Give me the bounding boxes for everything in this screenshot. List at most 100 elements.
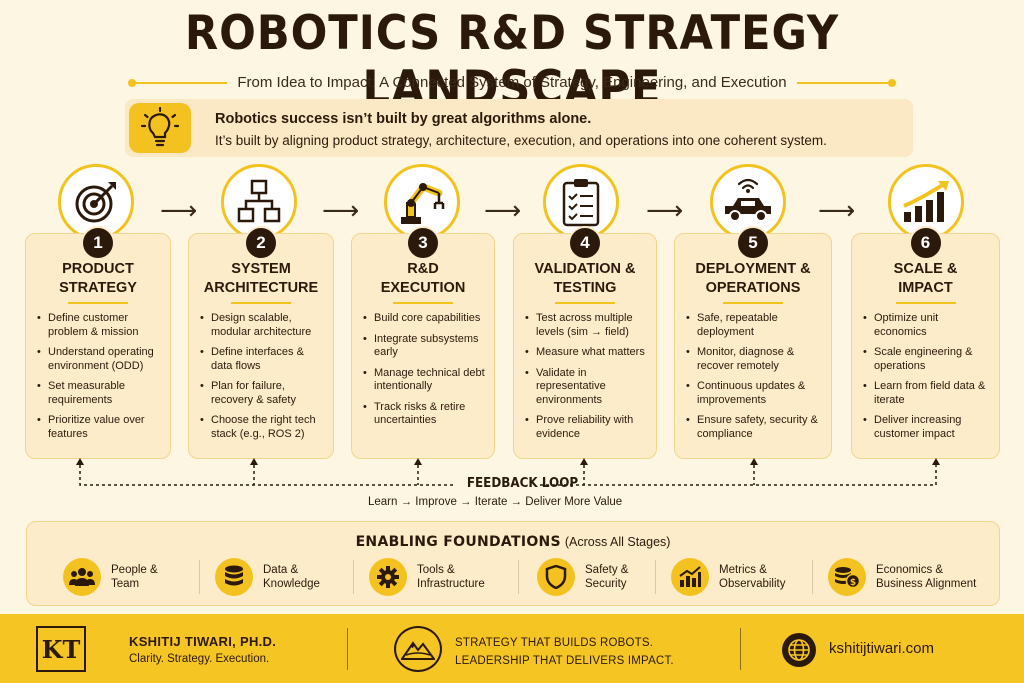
stage-number-badge: 5 [736, 226, 770, 260]
stage-number-badge: 1 [81, 226, 115, 260]
lightbulb-icon [129, 103, 191, 153]
foundation-divider [518, 560, 519, 594]
people-icon [63, 558, 101, 596]
stage-card-validation-testing: 4 VALIDATION & TESTING Test across multi… [513, 226, 657, 459]
foundation-item-economics: $ Economics & Business Alignment [828, 556, 1006, 598]
stage-bullet: Scale engineering & operations [862, 346, 991, 373]
stage-card-system-architecture: 2 SYSTEM ARCHITECTURE Design scalable, m… [188, 226, 334, 459]
stage-bullet: Build core capabilities [362, 312, 486, 326]
stage-bullet: Define customer problem & mission [36, 312, 162, 339]
foundation-label-line1: Metrics & [719, 564, 767, 576]
stage-bullet: Measure what matters [524, 346, 648, 360]
stage-bullet: Design scalable, modular architecture [199, 312, 325, 339]
stage-title: PRODUCT STRATEGY [26, 260, 170, 298]
foundation-item-safety: Safety & Security [537, 556, 695, 598]
stage-title-underline [723, 302, 783, 304]
stage-title: VALIDATION & TESTING [514, 260, 656, 298]
foundation-item-data: Data & Knowledge [215, 556, 373, 598]
foundation-label-line2: Observability [719, 578, 786, 590]
stage-title-underline [393, 302, 453, 304]
stage-bullet-list: Define customer problem & mission Unders… [36, 312, 162, 448]
stage-title-line2: ARCHITECTURE [203, 280, 319, 296]
stage-bullet: Prioritize value over features [36, 414, 162, 441]
stage-title-line2: EXECUTION [380, 280, 466, 296]
stage-bullet: Monitor, diagnose & recover remotely [685, 346, 823, 373]
foundation-label-line2: Knowledge [263, 578, 320, 590]
foundation-label-line1: Safety & [585, 564, 629, 576]
stage-card-deployment-operations: 5 DEPLOYMENT & OPERATIONS Safe, repeatab… [674, 226, 832, 459]
author-tagline: Clarity. Strategy. Execution. [129, 653, 270, 665]
stage-title-line2: OPERATIONS [705, 280, 801, 296]
flow-arrow-2: ⟶ [322, 196, 360, 226]
flow-arrow-1: ⟶ [160, 196, 198, 226]
website-link[interactable]: kshitijtiwari.com [829, 640, 935, 657]
foundation-label: Economics & Business Alignment [876, 563, 1006, 591]
foundation-label-line2: Infrastructure [417, 578, 485, 590]
stage-bullet-list: Test across multiple levels (sim → field… [524, 312, 648, 448]
mountain-icon [394, 626, 442, 672]
stage-title-underline [895, 302, 956, 304]
stage-title-line2: STRATEGY [59, 280, 137, 296]
kt-logo: KT [36, 626, 86, 672]
foundation-label-line2: Business Alignment [876, 578, 977, 590]
database-icon [215, 558, 253, 596]
stage-title-line1: PRODUCT [62, 261, 134, 277]
subtitle-divider-left [128, 78, 228, 87]
bar-chart-icon [671, 558, 709, 596]
page-subtitle: From Idea to Impact: A Connected System … [237, 74, 787, 91]
callout-headline: Robotics success isn’t built by great al… [215, 111, 592, 127]
stage-bullet-list: Safe, repeatable deployment Monitor, dia… [685, 312, 823, 448]
footer-divider [347, 628, 348, 670]
stage-title-line1: VALIDATION & [534, 261, 636, 277]
footer-banner: KT KSHITIJ TIWARI, PH.D. Clarity. Strate… [0, 614, 1024, 683]
stage-bullet: Choose the right tech stack (e.g., ROS 2… [199, 414, 325, 441]
flow-arrow-3: ⟶ [484, 196, 522, 226]
stage-bullet: Continuous updates & improvements [685, 380, 823, 407]
footer-motto-line1: STRATEGY THAT BUILDS ROBOTS. [455, 637, 654, 649]
globe-icon [782, 633, 816, 667]
stage-bullet: Learn from field data & iterate [862, 380, 991, 407]
shield-icon [537, 558, 575, 596]
stage-bullet: Manage technical debt intentionally [362, 367, 486, 394]
feedback-loop-title: FEEDBACK LOOP [466, 476, 579, 491]
stage-bullet-list: Optimize unit economics Scale engineerin… [862, 312, 991, 448]
flow-arrow-5: ⟶ [818, 196, 856, 226]
stage-bullet: Track risks & retire uncertainties [362, 401, 486, 428]
stage-number-badge: 2 [244, 226, 278, 260]
foundation-item-metrics: Metrics & Observability [671, 556, 829, 598]
key-insight-callout: Robotics success isn’t built by great al… [125, 99, 913, 157]
flow-arrow-4: ⟶ [646, 196, 684, 226]
gear-icon [369, 558, 407, 596]
stage-bullet: Safe, repeatable deployment [685, 312, 823, 339]
subtitle-row: From Idea to Impact: A Connected System … [0, 74, 1024, 91]
stage-title: R&D EXECUTION [352, 260, 494, 298]
stage-title-line1: SYSTEM [231, 261, 291, 277]
stage-bullet: Validate in representative environments [524, 367, 648, 408]
stage-card-rd-execution: 3 R&D EXECUTION Build core capabilities … [351, 226, 495, 459]
foundation-label-line1: Data & [263, 564, 299, 576]
stage-title-line1: R&D [407, 261, 439, 277]
svg-text:$: $ [850, 578, 856, 588]
author-name: KSHITIJ TIWARI, PH.D. [129, 634, 277, 649]
foundation-divider [655, 560, 656, 594]
foundation-label-line2: Team [111, 578, 140, 590]
stage-title: SYSTEM ARCHITECTURE [189, 260, 333, 298]
foundation-label-line1: Economics & [876, 564, 944, 576]
stage-bullet: Test across multiple levels (sim → field… [524, 312, 648, 339]
page-title: ROBOTICS R&D STRATEGY LANDSCAPE [184, 6, 840, 116]
foundations-title-suffix: (Across All Stages) [564, 535, 671, 549]
stage-title-underline [555, 302, 615, 304]
stage-title-line2: TESTING [553, 280, 617, 296]
stage-bullet: Deliver increasing customer impact [862, 414, 991, 441]
feedback-loop-connector [76, 458, 940, 486]
stage-number-badge: 3 [406, 226, 440, 260]
stage-number-badge: 6 [908, 226, 943, 260]
foundations-title: ENABLING FOUNDATIONS (Across All Stages) [27, 533, 999, 550]
footer-divider [740, 628, 741, 670]
foundation-label: People & Team [111, 563, 221, 591]
stage-title-line1: DEPLOYMENT & [695, 261, 811, 277]
foundation-item-tools: Tools & Infrastructure [369, 556, 527, 598]
foundation-label-line1: Tools & [417, 564, 455, 576]
foundation-label: Tools & Infrastructure [417, 563, 527, 591]
stage-bullet-list: Build core capabilities Integrate subsys… [362, 312, 486, 435]
